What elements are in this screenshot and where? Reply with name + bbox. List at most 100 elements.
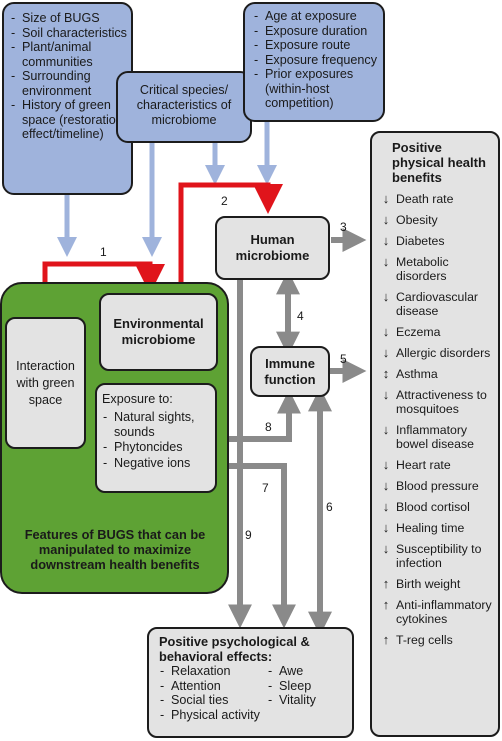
arrow-down-icon: ↓: [382, 289, 390, 304]
psych-item: Vitality: [267, 693, 316, 708]
health-benefit-item: ↓ Diabetes: [376, 233, 495, 249]
arrow-down-icon: ↓: [382, 345, 390, 360]
exposure-box: Exposure to: Natural sights, soundsPhyto…: [95, 383, 217, 493]
health-benefit-label: Attractiveness to mosquitoes: [396, 388, 487, 416]
health-benefit-label: Susceptibility to infection: [396, 542, 482, 570]
psych-col2: AweSleepVitality: [267, 664, 316, 708]
health-benefit-label: Asthma: [396, 367, 438, 381]
arrow-number-1: 1: [100, 245, 107, 259]
psych-item: Attention: [159, 679, 267, 694]
arrow-down-icon: ↓: [382, 387, 390, 402]
psych-item: Sleep: [267, 679, 316, 694]
psych-item-wide: Physical activity: [159, 708, 348, 723]
interaction-box: Interaction with green space: [5, 317, 86, 449]
critical-species-text: Critical species/ characteristics of mic…: [136, 83, 232, 127]
exposure-factor-item: Age at exposure: [253, 9, 379, 24]
health-benefit-label: Obesity: [396, 213, 438, 227]
critical-species-box: Critical species/ characteristics of mic…: [116, 71, 252, 143]
physical-benefits-title: Positive physical health benefits: [392, 140, 486, 185]
exposure-item: Natural sights, sounds: [102, 410, 211, 439]
exposure-item: Negative ions: [102, 456, 211, 471]
bugs-factor-item: Surrounding environment: [10, 69, 127, 98]
health-benefit-label: Blood cortisol: [396, 500, 470, 514]
arrow-down-icon: ↓: [382, 499, 390, 514]
arrow-down-icon: ↓: [382, 422, 390, 437]
psych-item: Relaxation: [159, 664, 267, 679]
arrow-number-5: 5: [340, 352, 347, 366]
arrow-up-icon: ↑: [382, 632, 390, 647]
psych-effects-box: Positive psychological & behavioral effe…: [147, 627, 354, 738]
psych-item: Awe: [267, 664, 316, 679]
health-benefit-item: ↓ Eczema: [376, 324, 495, 340]
arrow-number-4: 4: [297, 309, 304, 323]
health-benefit-item: ↓ Obesity: [376, 212, 495, 228]
health-benefit-item: ↓ Cardiovascular disease: [376, 289, 495, 319]
arrow-down-icon: ↓: [382, 254, 390, 269]
health-benefit-label: Death rate: [396, 192, 454, 206]
red-arrow-2: [178, 182, 283, 295]
health-benefit-item: ↓ Blood cortisol: [376, 499, 495, 515]
exposure-factor-item: Exposure duration: [253, 24, 379, 39]
features-text: Features of BUGS that can be manipulated…: [24, 527, 206, 572]
environmental-microbiome-text: Environmental microbiome: [113, 316, 204, 347]
arrow-number-3: 3: [340, 220, 347, 234]
psych-effects-title: Positive psychological & behavioral effe…: [159, 634, 310, 664]
physical-benefits-box: Positive physical health benefits ↓ Death…: [370, 131, 500, 737]
exposure-factor-item: Exposure route: [253, 38, 379, 53]
health-benefit-item: ↑ T-reg cells: [376, 632, 495, 648]
health-benefit-label: Birth weight: [396, 577, 461, 591]
exposure-factors-box: Age at exposureExposure durationExposure…: [243, 2, 385, 122]
exposure-title: Exposure to:: [102, 392, 173, 406]
health-benefit-label: Cardiovascular disease: [396, 290, 479, 318]
arrow-down-icon: ↓: [382, 478, 390, 493]
health-benefit-item: ↓ Inflammatory bowel disease: [376, 422, 495, 452]
exposure-factors-list: Age at exposureExposure durationExposure…: [253, 9, 379, 111]
arrow-up-icon: ↑: [382, 576, 390, 591]
exposure-item: Phytoncides: [102, 440, 211, 455]
health-benefit-label: Inflammatory bowel disease: [396, 423, 474, 451]
psych-wide-list: Physical activity: [159, 708, 348, 723]
health-benefit-label: Anti-inflammatory cytokines: [396, 598, 492, 626]
health-benefit-item: ↑ Birth weight: [376, 576, 495, 592]
arrow-down-icon: ↓: [382, 520, 390, 535]
arrow-down-icon: ↓: [382, 324, 390, 339]
immune-function-text: Immune function: [264, 355, 316, 387]
psych-columns: RelaxationAttentionSocial ties AweSleepV…: [159, 664, 348, 708]
bugs-factor-item: History of green space (restoration effe…: [10, 98, 127, 142]
arrow-number-2: 2: [221, 194, 228, 208]
arrow-up-down-icon: ↕: [382, 366, 390, 381]
exposure-list: Natural sights, soundsPhytoncidesNegativ…: [102, 410, 211, 470]
health-benefit-label: T-reg cells: [396, 633, 453, 647]
bugs-factor-item: Soil characteristics: [10, 26, 127, 41]
exposure-factor-item: Exposure frequency: [253, 53, 379, 68]
immune-function-box: Immune function: [250, 346, 330, 397]
psych-item: Social ties: [159, 693, 267, 708]
arrow-down-icon: ↓: [382, 233, 390, 248]
psych-col1: RelaxationAttentionSocial ties: [159, 664, 267, 708]
health-benefit-item: ↕ Asthma: [376, 366, 495, 382]
human-microbiome-text: Human microbiome: [235, 232, 310, 263]
arrow-number-6: 6: [326, 500, 333, 514]
health-benefit-label: Allergic disorders: [396, 346, 491, 360]
health-benefit-item: ↓Metabolic disorders: [376, 254, 495, 284]
health-benefit-label: Blood pressure: [396, 479, 479, 493]
health-benefit-item: ↓ Healing time: [376, 520, 495, 536]
health-benefit-item: ↓Heart rate: [376, 457, 495, 473]
health-benefit-label: Diabetes: [396, 234, 445, 248]
physical-benefits-list: ↓ Death rate ↓ Obesity ↓ Diabetes ↓Metabolic d…: [376, 191, 495, 648]
bugs-factor-item: Size of BUGS: [10, 11, 127, 26]
health-benefit-item: ↓ Allergic disorders: [376, 345, 495, 361]
exposure-factor-item: Prior exposures (within-host competition…: [253, 67, 379, 111]
health-benefit-label: Eczema: [396, 325, 441, 339]
arrow-down-icon: ↓: [382, 457, 390, 472]
arrow-up-icon: ↑: [382, 597, 390, 612]
arrow-down-icon: ↓: [382, 191, 390, 206]
arrow-number-7: 7: [262, 481, 269, 495]
arrow-down-icon: ↓: [382, 212, 390, 227]
arrow-number-9: 9: [245, 528, 252, 542]
health-benefit-item: ↓ Blood pressure: [376, 478, 495, 494]
health-benefit-label: Healing time: [396, 521, 465, 535]
human-microbiome-box: Human microbiome: [215, 216, 330, 280]
health-benefit-item: ↓Susceptibility to infection: [376, 542, 495, 571]
bugs-factors-list: Size of BUGSSoil characteristicsPlant/an…: [10, 11, 127, 142]
